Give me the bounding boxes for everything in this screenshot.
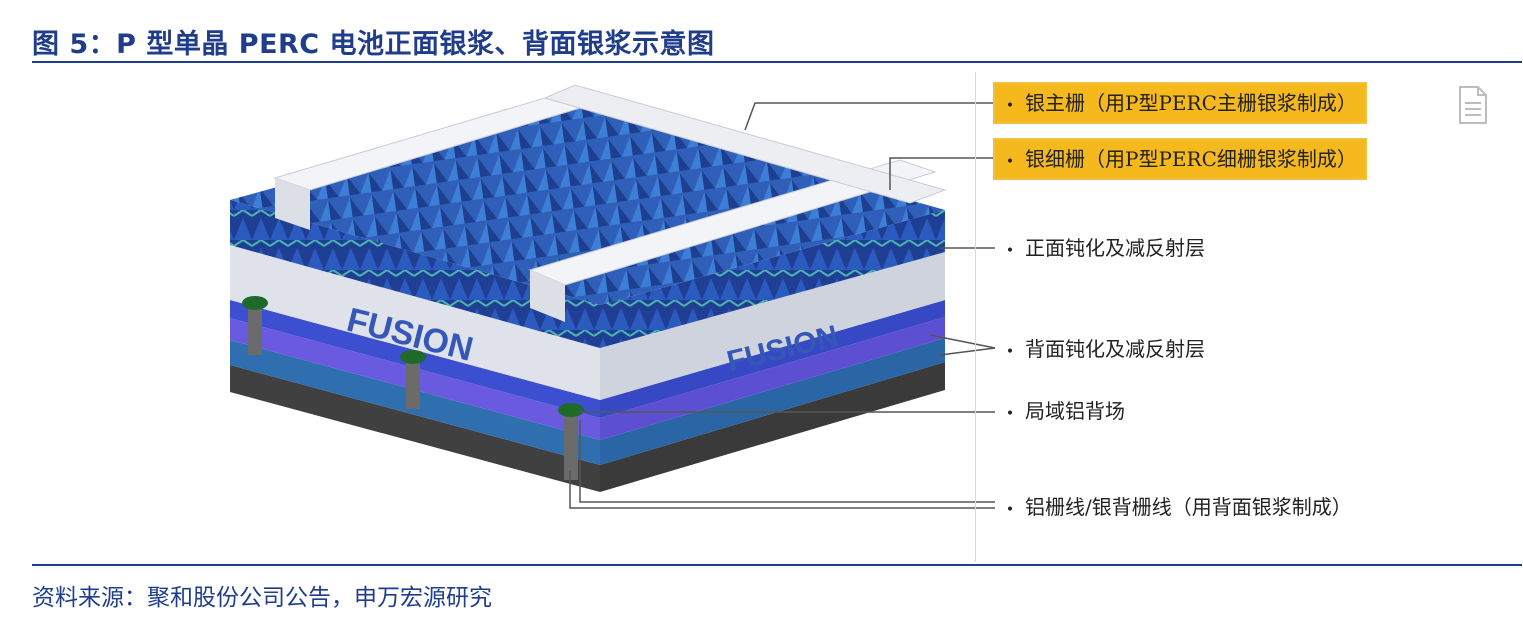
base-layer-front — [230, 365, 600, 492]
label-bullet: • — [1005, 406, 1015, 422]
figure-source: 资料来源：聚和股份公司公告，申万宏源研究 — [32, 585, 492, 611]
front-passivation-band-front — [230, 200, 600, 348]
label-text: 局域铝背场 — [1025, 399, 1125, 423]
busbar-back-side — [275, 178, 310, 230]
front-passivation-band-right — [600, 210, 945, 348]
label-bullet: • — [1005, 344, 1015, 360]
label-al-ag-back-grid: • 铝栅线/银背栅线（用背面银浆制成） — [995, 488, 1360, 526]
label-front-passivation: • 正面钝化及减反射层 — [995, 229, 1213, 267]
label-rear-passivation: • 背面钝化及减反射层 — [995, 330, 1213, 368]
label-text: 正面钝化及减反射层 — [1025, 236, 1205, 260]
document-icon-glyph — [1459, 86, 1487, 124]
figure-title: 图 5：P 型单晶 PERC 电池正面银浆、背面银浆示意图 — [32, 29, 715, 60]
label-bullet: • — [1005, 154, 1015, 170]
busbar-front-side — [530, 270, 565, 322]
leader-lines — [569, 102, 996, 509]
label-bullet: • — [1005, 243, 1015, 259]
label-bullet: • — [1005, 98, 1015, 114]
label-text: 铝栅线/银背栅线（用背面银浆制成） — [1025, 495, 1352, 519]
title-rule — [32, 61, 1522, 63]
base-layer-right — [600, 362, 945, 492]
label-silver-finger: • 银细栅（用P型PERC细栅银浆制成） — [995, 140, 1365, 178]
back-layer-right — [600, 338, 945, 465]
rear-layer-thin-right — [600, 300, 945, 418]
label-local-al-bsf: • 局域铝背场 — [995, 392, 1133, 430]
document-icon[interactable] — [1428, 72, 1518, 138]
label-text: 银主栅（用P型PERC主栅银浆制成） — [1025, 91, 1357, 115]
rear-passivation-right — [600, 317, 945, 440]
local-al-contacts — [242, 296, 584, 480]
silicon-front-face — [230, 232, 600, 400]
label-text: 银细栅（用P型PERC细栅银浆制成） — [1025, 147, 1357, 171]
busbar-connector — [543, 84, 947, 204]
label-text: 背面钝化及减反射层 — [1025, 337, 1205, 361]
source-rule — [32, 564, 1522, 566]
label-silver-busbar: • 银主栅（用P型PERC主栅银浆制成） — [995, 84, 1365, 122]
label-bullet: • — [1005, 502, 1015, 518]
label-divider — [975, 72, 976, 562]
